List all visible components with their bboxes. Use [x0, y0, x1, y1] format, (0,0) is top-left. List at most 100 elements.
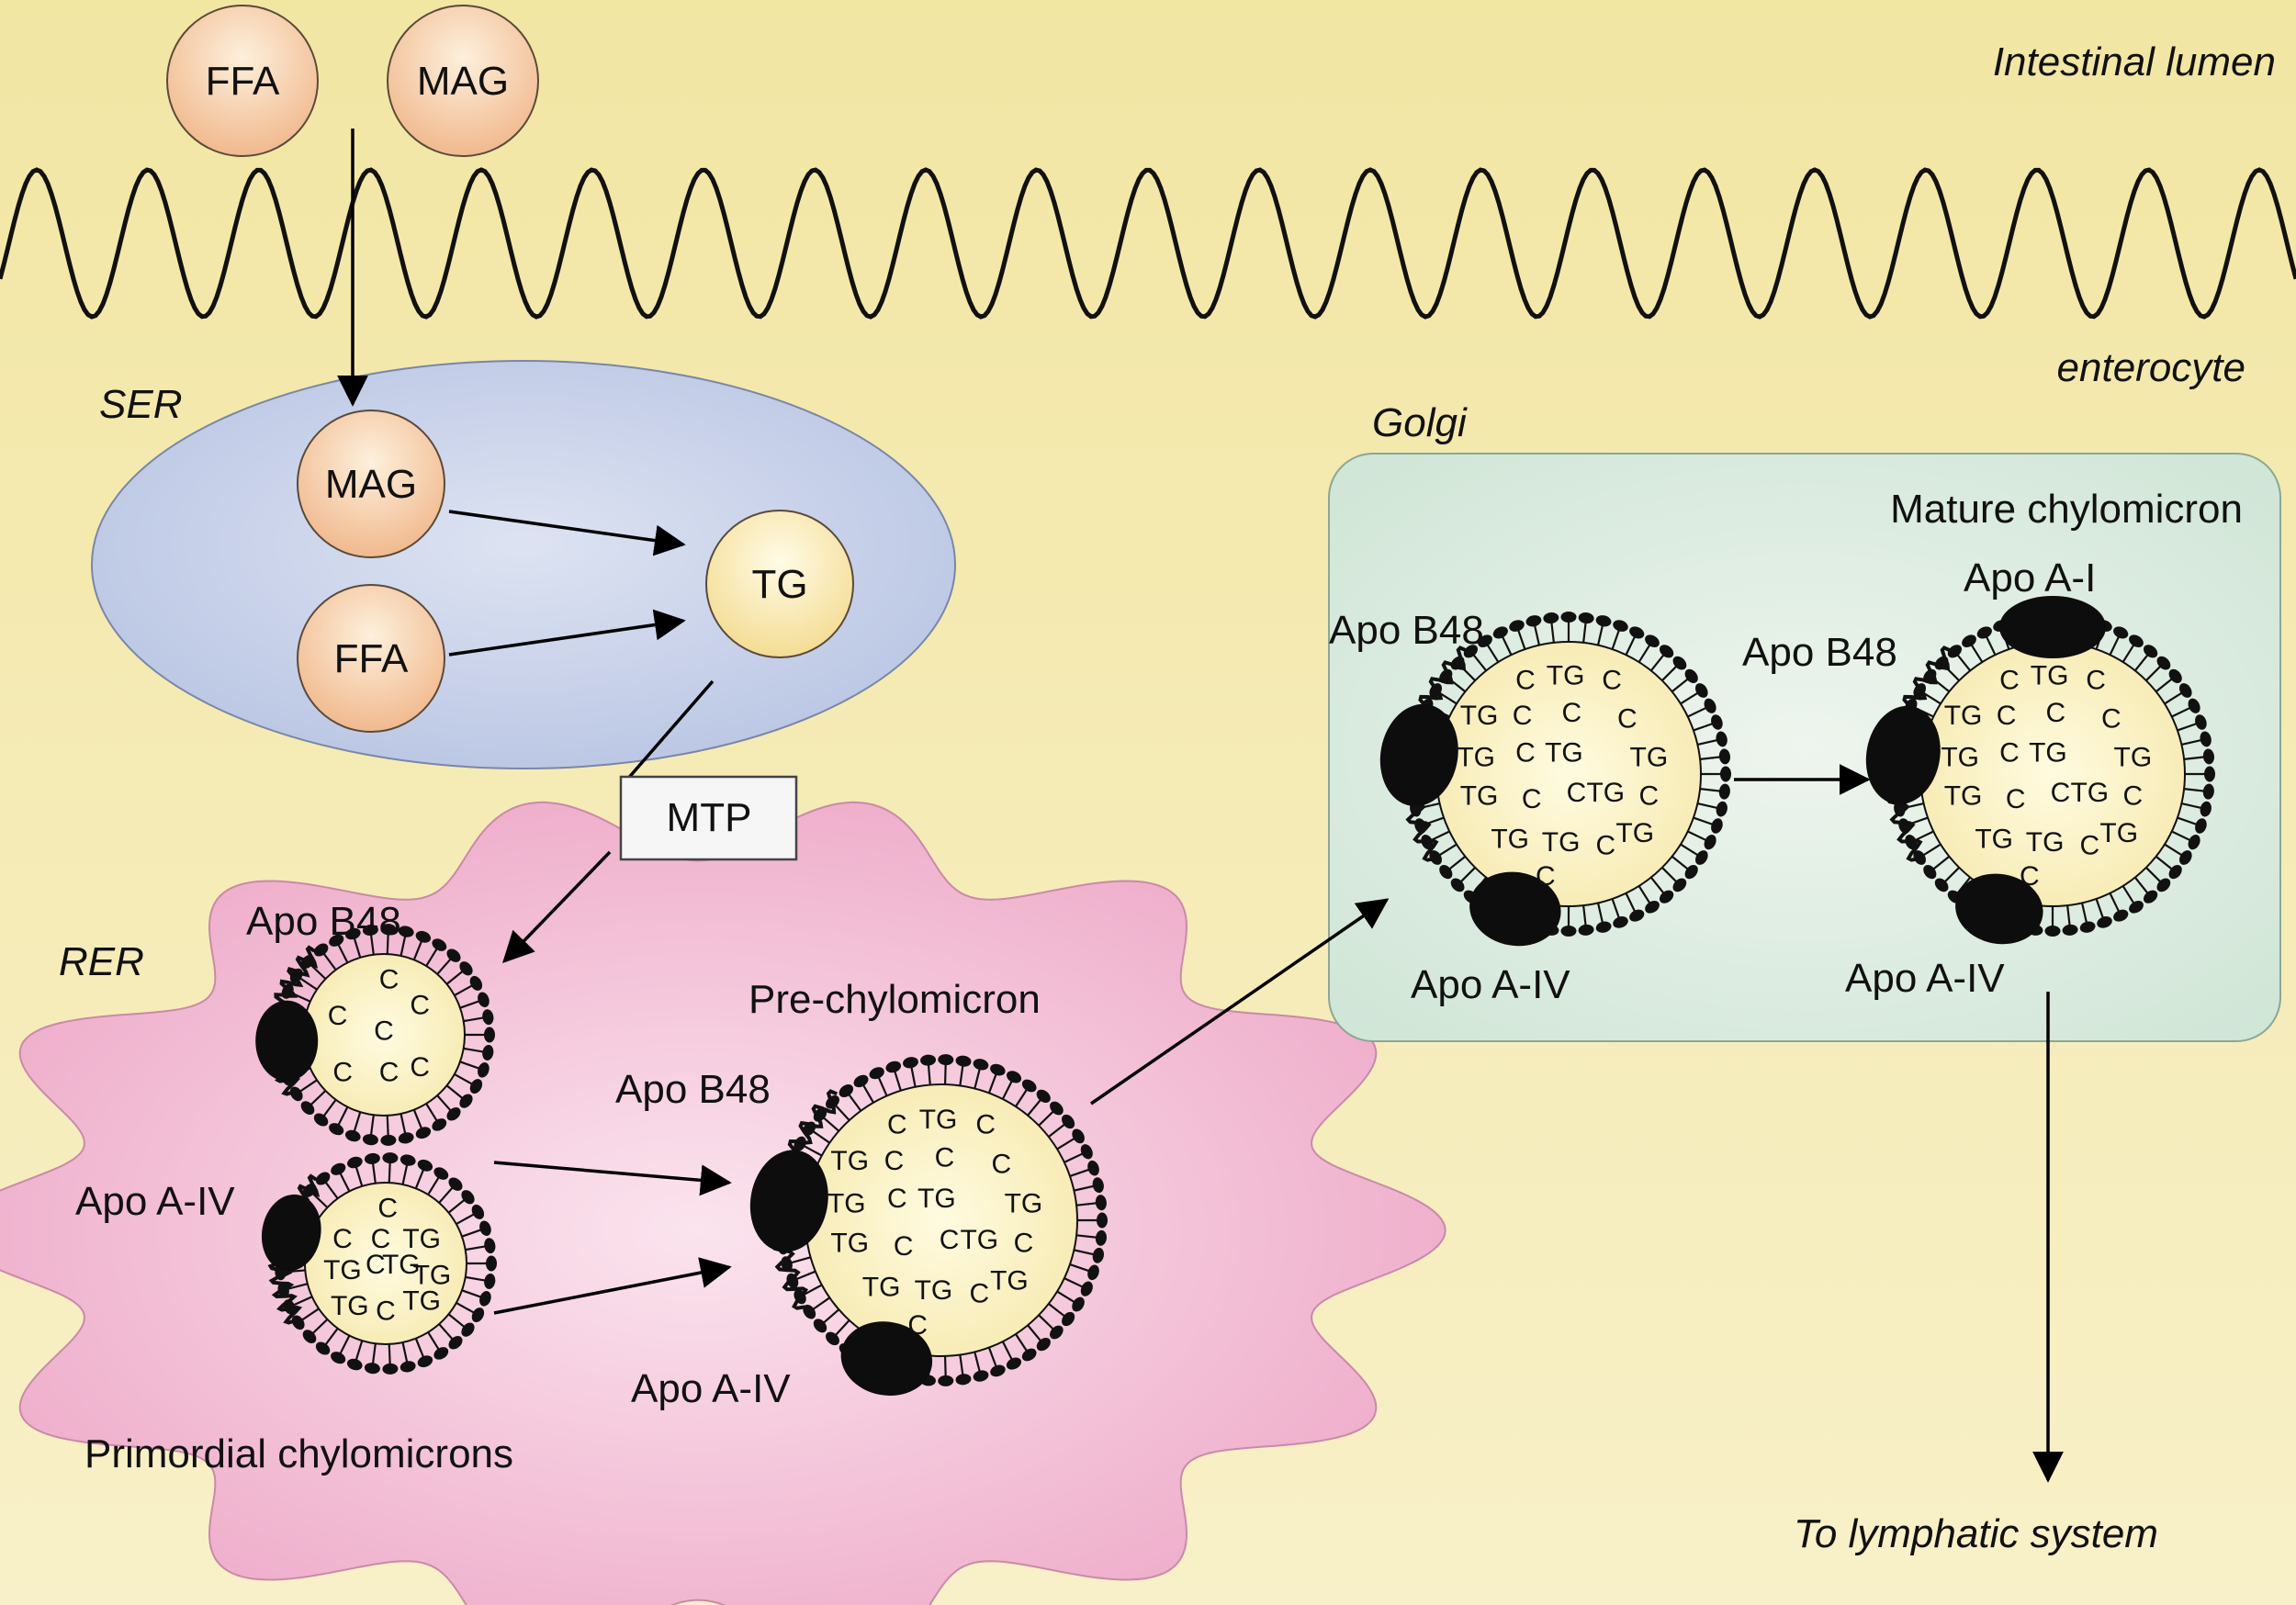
svg-text:C: C: [884, 1146, 905, 1176]
svg-text:TG: TG: [2114, 743, 2153, 773]
svg-text:C: C: [969, 1278, 989, 1308]
svg-text:C: C: [940, 1225, 960, 1255]
svg-text:TG: TG: [2031, 661, 2069, 691]
svg-text:C: C: [1999, 666, 2020, 696]
svg-text:C: C: [379, 965, 400, 995]
svg-text:TG: TG: [1975, 825, 2013, 855]
svg-text:TG: TG: [1491, 825, 1529, 855]
lumen-mag-molecule: MAG: [387, 5, 539, 157]
tg-to-mtp-line: [625, 679, 715, 782]
svg-text:TG: TG: [960, 1225, 998, 1255]
svg-text:C: C: [1997, 701, 2017, 731]
svg-text:TG: TG: [915, 1275, 953, 1306]
svg-text:C: C: [2046, 698, 2066, 728]
mtp-to-rer-arrow: [502, 850, 612, 964]
rer-label: RER: [59, 939, 144, 984]
ser-ffa-label: FFA: [334, 636, 409, 681]
svg-text:C: C: [2086, 666, 2106, 696]
svg-text:C: C: [1522, 784, 1542, 814]
svg-text:C: C: [1595, 830, 1615, 860]
svg-text:TG: TG: [382, 1250, 421, 1280]
svg-text:C: C: [410, 991, 430, 1021]
lumen-mag-label: MAG: [417, 59, 509, 104]
svg-text:C: C: [332, 1057, 353, 1087]
golgi-label: Golgi: [1372, 400, 1468, 445]
ffa-to-tg-arrow: [448, 609, 686, 657]
mature-apo-b48-label: Apo B48: [1742, 630, 1897, 675]
svg-text:TG: TG: [2026, 827, 2065, 858]
mag-to-tg-arrow: [448, 510, 686, 556]
svg-text:C: C: [371, 1224, 391, 1254]
svg-text:TG: TG: [402, 1285, 441, 1316]
svg-text:TG: TG: [323, 1255, 362, 1285]
golgi-apo-a4-label: Apo A-IV: [1411, 962, 1570, 1007]
svg-text:C: C: [887, 1109, 907, 1139]
ser-mag-label: MAG: [325, 462, 417, 507]
svg-text:TG: TG: [1460, 701, 1499, 731]
svg-text:C: C: [2051, 778, 2071, 808]
svg-text:C: C: [379, 1057, 400, 1087]
svg-text:C: C: [975, 1109, 996, 1139]
svg-text:C: C: [328, 1001, 348, 1031]
ser-tg-label: TG: [751, 562, 807, 607]
svg-text:C: C: [377, 1194, 398, 1224]
lumen-label: Intestinal lumen: [1993, 39, 2276, 84]
svg-text:C: C: [1536, 861, 1556, 892]
primordial-to-pre-arrow-2: [493, 1257, 732, 1315]
svg-text:TG: TG: [331, 1291, 369, 1321]
svg-text:TG: TG: [830, 1228, 869, 1258]
svg-text:C: C: [887, 1184, 907, 1214]
mtp-box: MTP: [619, 775, 798, 861]
svg-text:C: C: [410, 1052, 430, 1083]
pre-apo-b48-label: Apo B48: [615, 1067, 771, 1112]
lymphatic-label: To lymphatic system: [1794, 1511, 2158, 1556]
rer-apo-b48-label: Apo B48: [246, 899, 401, 944]
mature-chylomicron-label: Mature chylomicron: [1890, 487, 2243, 532]
mature-apo-a1-label: Apo A-I: [1964, 556, 2096, 600]
svg-text:C: C: [2101, 704, 2122, 735]
svg-text:C: C: [366, 1250, 386, 1280]
svg-text:TG: TG: [1005, 1188, 1043, 1218]
svg-text:TG: TG: [1944, 781, 1983, 812]
ser-tg-molecule: TG: [705, 510, 854, 658]
svg-text:TG: TG: [1460, 781, 1499, 812]
svg-text:TG: TG: [1630, 743, 1669, 773]
svg-text:TG: TG: [1545, 738, 1583, 769]
svg-text:C: C: [1515, 666, 1536, 696]
svg-text:TG: TG: [1941, 743, 1979, 773]
svg-text:C: C: [935, 1143, 955, 1173]
svg-text:TG: TG: [413, 1260, 452, 1290]
svg-text:TG: TG: [1586, 778, 1625, 808]
mtp-label: MTP: [667, 795, 752, 840]
svg-text:C: C: [1617, 704, 1638, 735]
golgi-apo-b48-label: Apo B48: [1329, 608, 1484, 653]
svg-text:C: C: [2123, 781, 2144, 812]
svg-text:C: C: [1602, 666, 1622, 696]
svg-text:TG: TG: [1944, 701, 1983, 731]
svg-text:TG: TG: [1457, 743, 1495, 773]
primordial-to-pre-arrow-1: [493, 1161, 732, 1196]
pre-apo-a4-label: Apo A-IV: [631, 1366, 791, 1411]
svg-text:TG: TG: [2029, 738, 2067, 769]
svg-text:TG: TG: [917, 1184, 956, 1214]
svg-text:C: C: [1515, 738, 1536, 769]
svg-text:C: C: [1999, 738, 2020, 769]
svg-text:TG: TG: [2099, 818, 2138, 848]
pre-to-golgi-arrow: [1090, 898, 1390, 1106]
svg-text:C: C: [1014, 1228, 1034, 1258]
svg-text:C: C: [374, 1016, 394, 1047]
rer-apo-a4-label: Apo A-IV: [75, 1179, 235, 1224]
svg-text:C: C: [1639, 781, 1660, 812]
ser-label: SER: [99, 382, 182, 427]
svg-text:C: C: [2020, 861, 2040, 892]
svg-text:C: C: [1567, 778, 1587, 808]
svg-text:TG: TG: [919, 1105, 958, 1135]
lumen-ffa-label: FFA: [206, 59, 280, 104]
svg-text:TG: TG: [827, 1188, 866, 1218]
pre-chylomicron-label: Pre-chylomicron: [748, 977, 1041, 1022]
